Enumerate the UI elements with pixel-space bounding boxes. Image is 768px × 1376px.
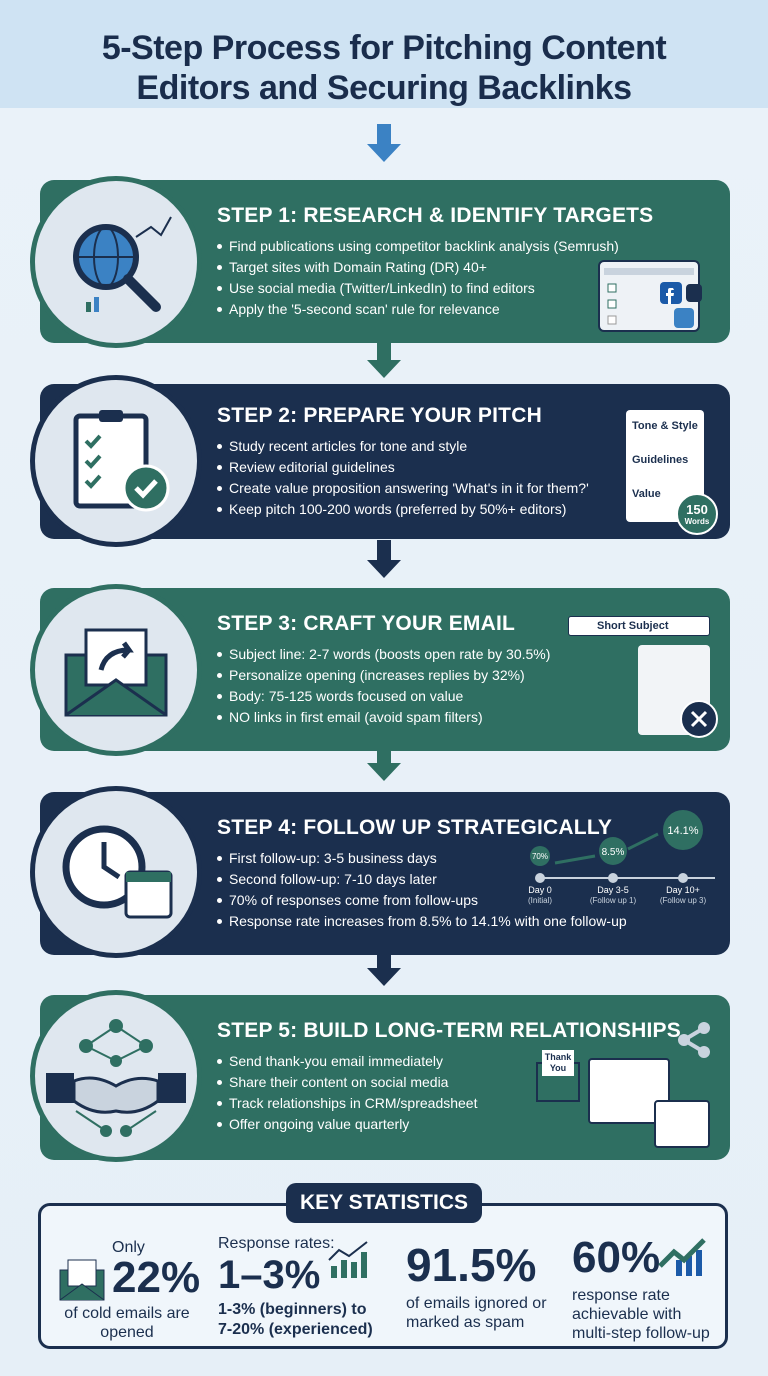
arrow-down-icon [367, 948, 401, 986]
arrow-down-icon [367, 124, 401, 162]
stat-3-text: of emails ignored or marked as spam [406, 1295, 547, 1331]
stat-2-line2: 7-20% (experienced) [218, 1321, 373, 1338]
clock-calendar-icon [30, 786, 202, 958]
badge-label: Words [684, 517, 710, 526]
bullet: Response rate increases from 8.5% to 14.… [217, 911, 730, 932]
stat-3-value: 91.5% [406, 1239, 537, 1291]
magnifier-globe-icon [30, 176, 202, 348]
bullet: 70% of responses come from follow-ups [217, 890, 730, 911]
bullet: Offer ongoing value quarterly [217, 1114, 730, 1135]
timeline-value: 70% [532, 852, 548, 861]
bullet: Personalize opening (increases replies b… [217, 665, 730, 686]
doc-line: Guidelines [632, 454, 689, 466]
stat-4-text: response rate achievable with multi-step… [572, 1287, 710, 1342]
growth-chart-icon [658, 1238, 706, 1276]
key-statistics-panel [38, 1203, 728, 1349]
thank-you-text: Thank You [542, 1050, 574, 1076]
bullet: Study recent articles for tone and style [217, 436, 730, 457]
step-title: STEP 1: RESEARCH & IDENTIFY TARGETS [217, 204, 654, 227]
clipboard-checklist-icon [30, 375, 202, 547]
bullet: Body: 75-125 words focused on value [217, 686, 730, 707]
stat-1-text: of cold emails are opened [64, 1305, 190, 1341]
bullet: Create value proposition answering 'What… [217, 478, 730, 499]
step-title: STEP 3: CRAFT YOUR EMAIL [217, 612, 516, 635]
timeline-sub: (Follow up 1) [590, 896, 637, 905]
badge-number: 150 [686, 502, 708, 517]
envelope-icon [59, 1259, 105, 1301]
calendar-percent-icon [654, 1100, 710, 1148]
stat-2-pre: Response rates: [218, 1235, 335, 1252]
page-title: 5-Step Process for Pitching Content Edit… [101, 29, 667, 107]
subject-text: Short Subject [597, 620, 669, 632]
crm-spreadsheet-icon [588, 1058, 670, 1124]
bullet: Subject line: 2-7 words (boosts open rat… [217, 644, 730, 665]
doc-line: Tone & Style [632, 420, 698, 432]
bullet: Share their content on social media [217, 1072, 730, 1093]
bullet: Apply the '5-second scan' rule for relev… [217, 299, 730, 320]
bullet: Find publications using competitor backl… [217, 236, 730, 257]
bar-chart-up-icon [328, 1241, 368, 1278]
doc-line: Value [632, 488, 661, 500]
bullet: Send thank-you email immediately [217, 1051, 730, 1072]
bullet: NO links in first email (avoid spam filt… [217, 707, 730, 728]
social-media-browser-icon [598, 260, 702, 332]
step-title: STEP 2: PREPARE YOUR PITCH [217, 404, 542, 427]
follow-up-timeline: 70% 8.5% 14.1% Day 0 Day 3-5 Day 10+ (In… [528, 810, 715, 905]
timeline-sub: (Follow up 3) [660, 896, 707, 905]
arrow-down-icon [367, 743, 401, 781]
timeline-value: 14.1% [667, 825, 698, 837]
envelope-forward-icon [30, 584, 202, 756]
thank-you-envelope-icon: Thank You [536, 1050, 580, 1102]
bullet: Use social media (Twitter/LinkedIn) to f… [217, 278, 730, 299]
bullet: Track relationships in CRM/spreadsheet [217, 1093, 730, 1114]
bullet: First follow-up: 3-5 business days [217, 848, 730, 869]
step-title: STEP 5: BUILD LONG-TERM RELATIONSHIPS [217, 1019, 681, 1042]
stat-1-value: 22% [112, 1253, 201, 1302]
bullet: Second follow-up: 7-10 days later [217, 869, 730, 890]
header: 5-Step Process for Pitching Content Edit… [0, 0, 768, 108]
timeline-day: Day 3-5 [597, 885, 629, 895]
timeline-sub: (Initial) [528, 896, 552, 905]
arrow-down-icon [367, 540, 401, 578]
bullet: Keep pitch 100-200 words (preferred by 5… [217, 499, 730, 520]
timeline-day: Day 10+ [666, 885, 700, 895]
timeline-value: 8.5% [602, 847, 625, 858]
key-statistics-heading: KEY STATISTICS [286, 1183, 482, 1223]
arrow-down-icon [367, 340, 401, 378]
stat-4-value: 60% [572, 1233, 661, 1282]
timeline-day: Day 0 [528, 885, 552, 895]
no-links-x-icon [680, 700, 718, 738]
stat-2-value: 1–3% [218, 1253, 321, 1297]
bullet: Review editorial guidelines [217, 457, 730, 478]
handshake-network-icon [30, 990, 202, 1162]
bullet: Target sites with Domain Rating (DR) 40+ [217, 257, 730, 278]
subject-search-field: Short Subject [568, 616, 710, 636]
share-icon [678, 1022, 710, 1058]
stat-1-pre: Only [112, 1239, 145, 1256]
stat-2-line1: 1-3% (beginners) to [218, 1301, 367, 1318]
step-title: STEP 4: FOLLOW UP STRATEGICALLY [217, 816, 613, 839]
